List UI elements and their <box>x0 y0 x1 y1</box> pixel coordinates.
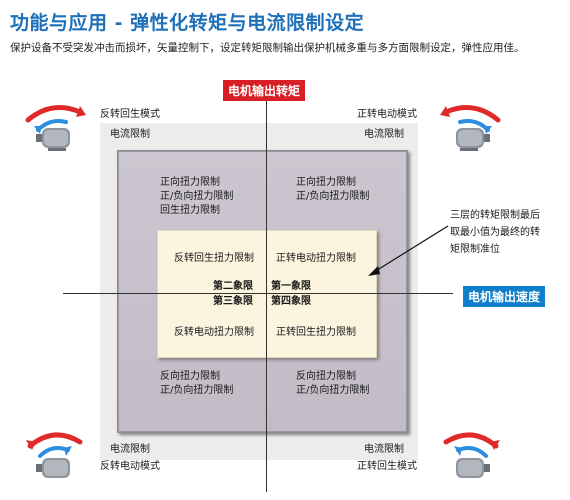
mid-tl-line-1: 正向扭力限制 <box>160 177 220 188</box>
quadrant-1-label: 第一象限 <box>271 281 311 292</box>
mid-tl-line-2: 正/负向扭力限制 <box>160 191 234 202</box>
page-subtitle: 保护设备不受突发冲击而损坏，矢量控制下，设定转矩限制输出保护机械多重与多方面限制… <box>10 42 525 54</box>
mid-bl-line-1: 反向扭力限制 <box>160 371 220 382</box>
motor-icon <box>26 432 83 478</box>
quadrant-2-label: 第二象限 <box>213 281 253 292</box>
mid-tr-line-1: 正向扭力限制 <box>296 177 356 188</box>
inner-tl-label: 反转回生扭力限制 <box>174 253 254 264</box>
inner-tr-label: 正转电动扭力限制 <box>276 253 356 264</box>
motor-icon <box>25 105 86 151</box>
inner-br-label: 正转回生扭力限制 <box>276 327 356 338</box>
bottom-right-mode-label: 正转回生模式 <box>357 461 417 472</box>
top-right-current-label: 电流限制 <box>364 129 404 140</box>
callout-line-1: 三层的转矩限制最后 <box>450 210 540 221</box>
mid-tl-line-3: 回生扭力限制 <box>160 205 220 216</box>
quadrant-3-label: 第三象限 <box>213 296 253 307</box>
mid-br-line-2: 正/负向扭力限制 <box>296 385 370 396</box>
torque-axis <box>266 90 267 492</box>
inner-bl-label: 反转电动扭力限制 <box>174 327 254 338</box>
page-title: 功能与应用 - 弹性化转矩与电流限制设定 <box>10 12 365 34</box>
speed-axis <box>63 293 453 294</box>
bottom-left-mode-label: 反转电动模式 <box>100 461 160 472</box>
mid-br-line-1: 反向扭力限制 <box>296 371 356 382</box>
callout-line-2: 取最小值为最终的转 <box>450 227 540 238</box>
motor-icon <box>440 105 501 151</box>
mid-tr-line-2: 正/负向扭力限制 <box>296 191 370 202</box>
mid-bl-line-2: 正/负向扭力限制 <box>160 385 234 396</box>
motor-icon <box>443 432 500 478</box>
callout-pointer <box>368 225 449 276</box>
torque-axis-label: 电机输出转矩 <box>223 80 306 101</box>
bottom-left-current-label: 电流限制 <box>110 444 150 455</box>
mode-torque-limit-region <box>157 230 377 358</box>
speed-axis-label: 电机输出速度 <box>463 286 546 307</box>
top-left-mode-label: 反转回生模式 <box>100 109 160 120</box>
top-right-mode-label: 正转电动模式 <box>357 109 417 120</box>
bottom-right-current-label: 电流限制 <box>364 444 404 455</box>
callout-line-3: 矩限制准位 <box>450 244 500 255</box>
quadrant-4-label: 第四象限 <box>271 296 311 307</box>
top-left-current-label: 电流限制 <box>110 129 150 140</box>
